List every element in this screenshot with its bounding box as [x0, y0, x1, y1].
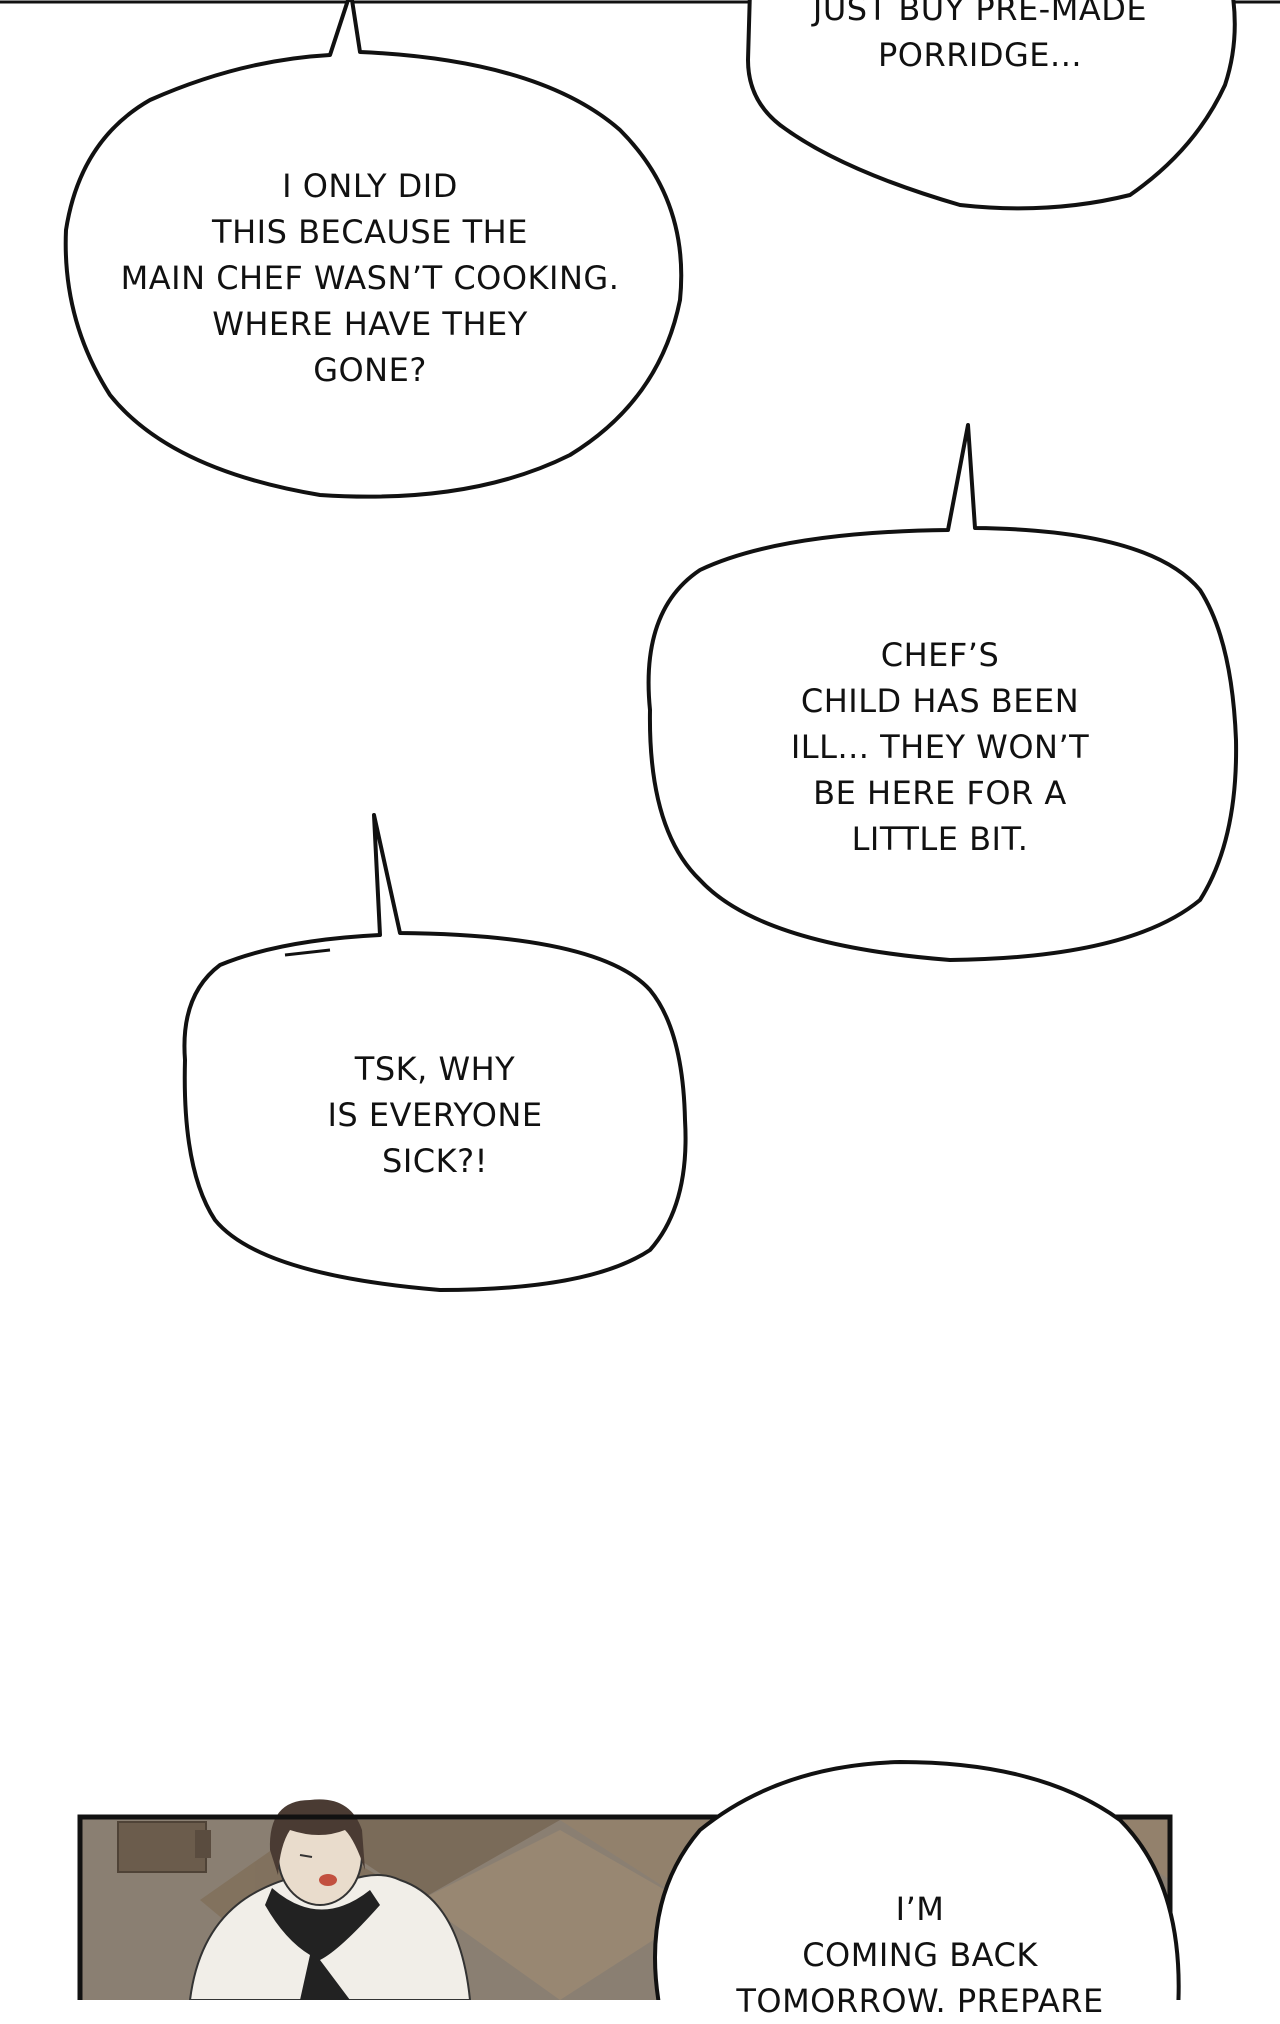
- text-line: TOMORROW. PREPARE: [736, 1982, 1104, 2020]
- speech-bubble-main-chef: [63, 0, 684, 499]
- text-line: THIS BECAUSE THE: [212, 213, 528, 251]
- text-line: LITTLE BIT.: [851, 820, 1029, 858]
- text-line: ILL... THEY WON’T: [790, 728, 1090, 766]
- bubble-text-porridge: JUST BUY PRE-MADE PORRIDGE...: [760, 0, 1200, 78]
- text-line: TSK, WHY: [354, 1050, 516, 1088]
- bubble-text-child-ill: CHEF’S CHILD HAS BEEN ILL... THEY WON’T …: [720, 632, 1160, 862]
- text-line: JUST BUY PRE-MADE: [812, 0, 1148, 28]
- text-line: CHILD HAS BEEN: [800, 682, 1080, 720]
- bubble-text-main-chef: I ONLY DID THIS BECAUSE THE MAIN CHEF WA…: [90, 163, 650, 393]
- text-line: I ONLY DID: [282, 167, 458, 205]
- speech-bubble-child-ill: [646, 423, 1239, 962]
- text-line: IS EVERYONE: [327, 1096, 543, 1134]
- text-line: MAIN CHEF WASN’T COOKING.: [120, 259, 620, 297]
- text-line: GONE?: [313, 351, 427, 389]
- text-line: BE HERE FOR A: [813, 774, 1067, 812]
- bubble-text-coming-back: I’M COMING BACK TOMORROW. PREPARE: [700, 1886, 1140, 2024]
- speech-bubble-coming-back: [653, 1760, 1181, 2000]
- text-line: SICK?!: [382, 1142, 488, 1180]
- text-line: WHERE HAVE THEY: [212, 305, 528, 343]
- speech-bubble-tsk: [182, 813, 688, 1292]
- text-line: I’M: [895, 1890, 945, 1928]
- text-line: COMING BACK: [802, 1936, 1038, 1974]
- tail-stroke-accent: [284, 948, 331, 957]
- text-line: PORRIDGE...: [877, 36, 1083, 74]
- bubble-text-tsk: TSK, WHY IS EVERYONE SICK?!: [235, 1046, 635, 1184]
- text-line: CHEF’S: [880, 636, 1000, 674]
- speech-bubble-porridge: [745, 0, 1237, 211]
